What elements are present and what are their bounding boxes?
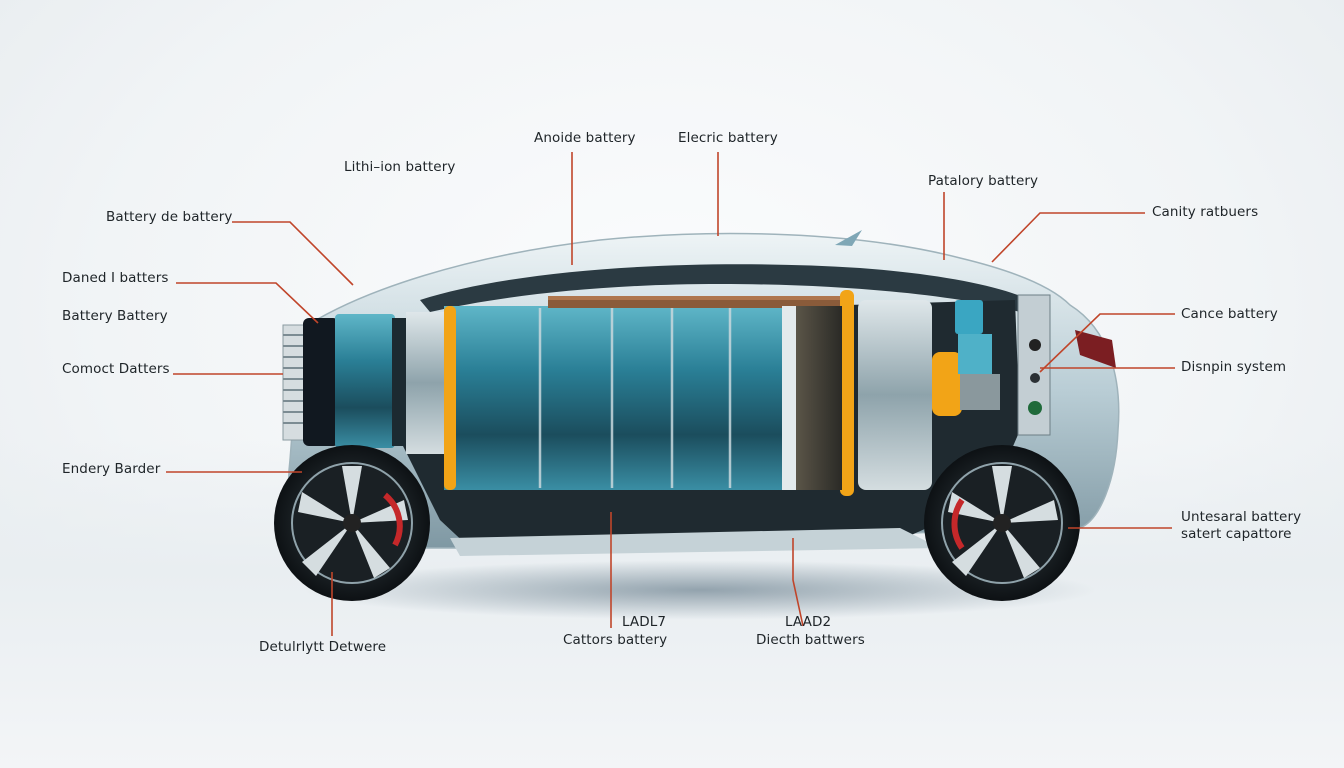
label-diecth-battwers: Diecth battwers (756, 632, 865, 648)
label-anoide-battery: Anoide battery (534, 130, 636, 146)
label-untesaral-battery: Untesaral battery (1181, 509, 1302, 525)
label-laad2-code: LAAD2 (785, 614, 832, 630)
front-wheel (274, 445, 430, 601)
label-cance-battery: Cance battery (1181, 306, 1278, 322)
rear-wheel (924, 445, 1080, 601)
label-battery-battery: Battery Battery (62, 308, 168, 324)
label-disnpin-system: Disnpin system (1181, 359, 1287, 375)
label-patalory-battery: Patalory battery (928, 173, 1039, 189)
label-lithium-ion-battery: Lithi–ion battery (344, 159, 456, 175)
label-ladl7-code: LADL7 (622, 614, 667, 630)
label-endery-barder: Endery Barder (62, 461, 161, 477)
label-cattors-battery: Cattors battery (563, 632, 668, 648)
label-detulrlytt-detwere: Detulrlytt Detwere (259, 639, 387, 655)
leader-lines (166, 152, 1175, 636)
label-comoct-datters: Comoct Datters (62, 361, 170, 377)
label-daned-batters: Daned I batters (62, 270, 169, 286)
label-canity-ratbuers: Canity ratbuers (1152, 204, 1259, 220)
label-elecric-battery: Elecric battery (678, 130, 778, 146)
label-satert-capattore: satert capattore (1181, 526, 1292, 542)
front-fins (282, 324, 306, 441)
label-battery-de-battery: Battery de battery (106, 209, 233, 225)
